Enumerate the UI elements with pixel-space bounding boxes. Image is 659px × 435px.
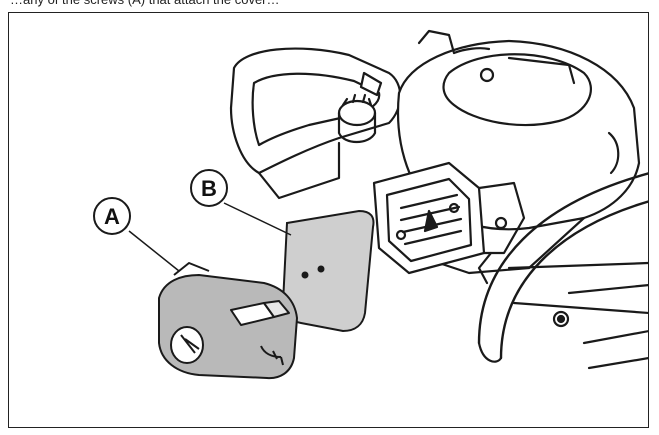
choke-knob: [337, 71, 383, 144]
callout-a: A: [93, 197, 131, 235]
callout-b: B: [190, 169, 228, 207]
trimmer-shaft: [507, 261, 648, 370]
callout-a-label: A: [104, 204, 120, 229]
figure-frame: A B: [8, 12, 649, 428]
callout-b-label: B: [201, 176, 217, 201]
hedge-trimmer-air-filter-diagram: A B: [93, 29, 648, 380]
air-filter-cover: [158, 262, 298, 380]
air-filter-housing: [372, 161, 526, 275]
front-handle: [477, 172, 648, 363]
callout-leaders: [128, 202, 292, 272]
rear-handle: [229, 47, 402, 200]
leader-b: [223, 202, 292, 236]
figure-caption-fragment: …any of the screws (A) that attach the c…: [10, 0, 650, 8]
leader-a: [128, 230, 180, 272]
